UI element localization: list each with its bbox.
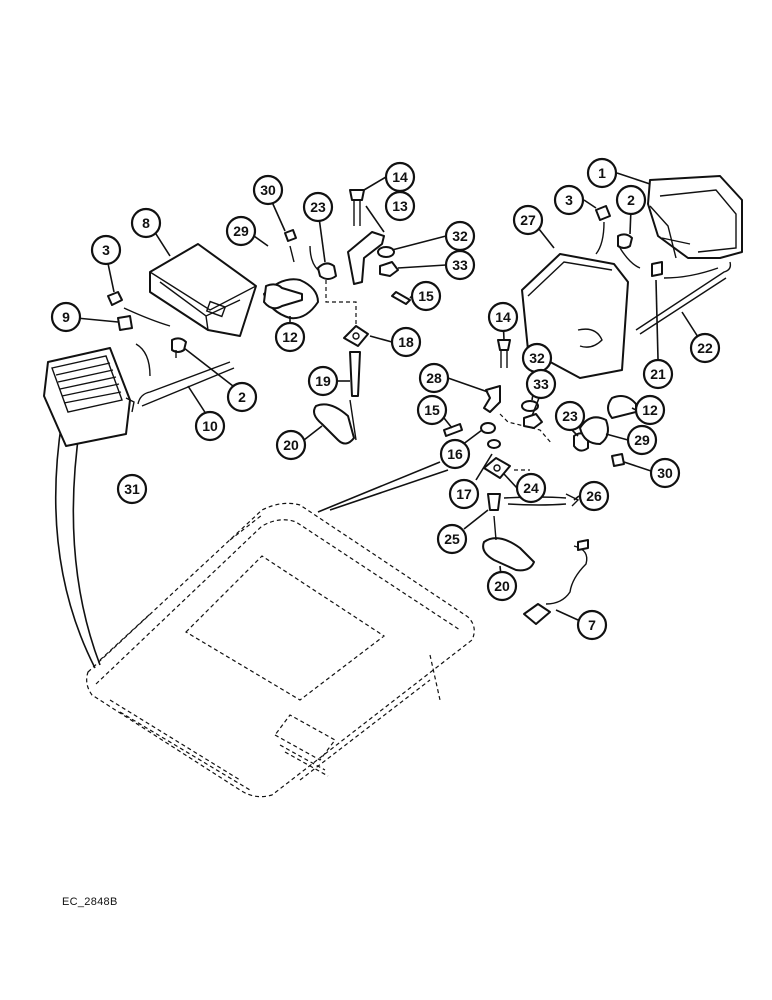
svg-text:13: 13: [392, 198, 408, 214]
svg-text:16: 16: [447, 446, 463, 462]
svg-text:18: 18: [398, 334, 414, 350]
callout-16: 16: [439, 438, 471, 470]
svg-text:33: 33: [533, 376, 549, 392]
callout-19: 19: [307, 365, 339, 397]
svg-text:25: 25: [444, 531, 460, 547]
svg-text:19: 19: [315, 373, 331, 389]
callout-32-top: 32: [444, 220, 476, 252]
svg-text:30: 30: [260, 182, 276, 198]
svg-text:8: 8: [142, 215, 150, 231]
svg-text:15: 15: [424, 402, 440, 418]
callout-29-top: 29: [225, 215, 257, 247]
callout-23-mid: 23: [554, 400, 586, 432]
callout-31: 31: [116, 473, 148, 505]
svg-text:23: 23: [562, 408, 578, 424]
svg-text:20: 20: [283, 437, 299, 453]
svg-text:20: 20: [494, 578, 510, 594]
callout-23-top: 23: [302, 191, 334, 223]
svg-text:12: 12: [642, 402, 658, 418]
right-small-parts: [595, 205, 732, 335]
svg-text:28: 28: [426, 370, 442, 386]
svg-text:3: 3: [102, 242, 110, 258]
callout-10: 10: [194, 410, 226, 442]
callout-28: 28: [418, 362, 450, 394]
svg-text:15: 15: [418, 288, 434, 304]
cab-roof: [86, 502, 475, 798]
center-parts: [263, 189, 411, 445]
left-lamp-housing: [149, 243, 257, 337]
callout-29-mid: 29: [626, 424, 658, 456]
svg-text:12: 12: [282, 329, 298, 345]
svg-text:30: 30: [657, 465, 673, 481]
svg-text:2: 2: [238, 389, 246, 405]
callout-27: 27: [512, 204, 544, 236]
svg-text:21: 21: [650, 366, 666, 382]
callout-30-top: 30: [252, 174, 284, 206]
svg-text:24: 24: [523, 480, 539, 496]
callout-22: 22: [689, 332, 721, 364]
bracket-to-roof-leader: [317, 461, 441, 513]
callout-2-right: 2: [615, 184, 647, 216]
callout-21: 21: [642, 358, 674, 390]
callout-33-top: 33: [444, 249, 476, 281]
callout-2-left: 2: [226, 381, 258, 413]
svg-text:22: 22: [697, 340, 713, 356]
callout-24: 24: [515, 472, 547, 504]
drawing-code: EC_2848B: [62, 896, 118, 908]
svg-text:33: 33: [452, 257, 468, 273]
svg-text:29: 29: [233, 223, 249, 239]
svg-text:14: 14: [392, 169, 408, 185]
callout-13: 13: [384, 190, 416, 222]
callout-9: 9: [50, 301, 82, 333]
callout-14-top: 14: [384, 161, 416, 193]
svg-text:17: 17: [456, 486, 472, 502]
lamp-left-to-roof-leader: [54, 419, 96, 669]
callout-8: 8: [130, 207, 162, 239]
callout-30-mid: 30: [649, 457, 681, 489]
callout-12-top: 12: [274, 321, 306, 353]
callout-14-mid: 14: [487, 301, 519, 333]
svg-text:3: 3: [565, 192, 573, 208]
callout-20-top: 20: [275, 429, 307, 461]
svg-text:7: 7: [588, 617, 596, 633]
svg-text:26: 26: [586, 488, 602, 504]
svg-text:31: 31: [124, 481, 140, 497]
callout-17: 17: [448, 478, 480, 510]
svg-text:1: 1: [598, 165, 606, 181]
callout-15-mid: 15: [416, 394, 448, 426]
svg-text:23: 23: [310, 199, 326, 215]
svg-text:32: 32: [529, 350, 545, 366]
callout-3-right: 3: [553, 184, 585, 216]
callout-25: 25: [436, 523, 468, 555]
svg-text:10: 10: [202, 418, 218, 434]
callout-20-bottom: 20: [486, 570, 518, 602]
svg-text:2: 2: [627, 192, 635, 208]
callout-18: 18: [390, 326, 422, 358]
left-work-lamp: [43, 347, 135, 447]
callout-33-mid: 33: [525, 368, 557, 400]
svg-text:9: 9: [62, 309, 70, 325]
svg-text:14: 14: [495, 309, 511, 325]
svg-text:29: 29: [634, 432, 650, 448]
lamp-left-to-roof-leader-2: [72, 424, 101, 666]
callout-3-left: 3: [90, 234, 122, 266]
svg-text:32: 32: [452, 228, 468, 244]
callout-26: 26: [578, 480, 610, 512]
callout-1: 1: [586, 157, 618, 189]
svg-text:27: 27: [520, 212, 536, 228]
callout-7: 7: [576, 609, 608, 641]
bracket-to-roof-leader-2: [329, 469, 449, 511]
callout-12-mid: 12: [634, 394, 666, 426]
callout-32-mid: 32: [521, 342, 553, 374]
right-work-lamp: [647, 175, 743, 259]
callout-15-top: 15: [410, 280, 442, 312]
